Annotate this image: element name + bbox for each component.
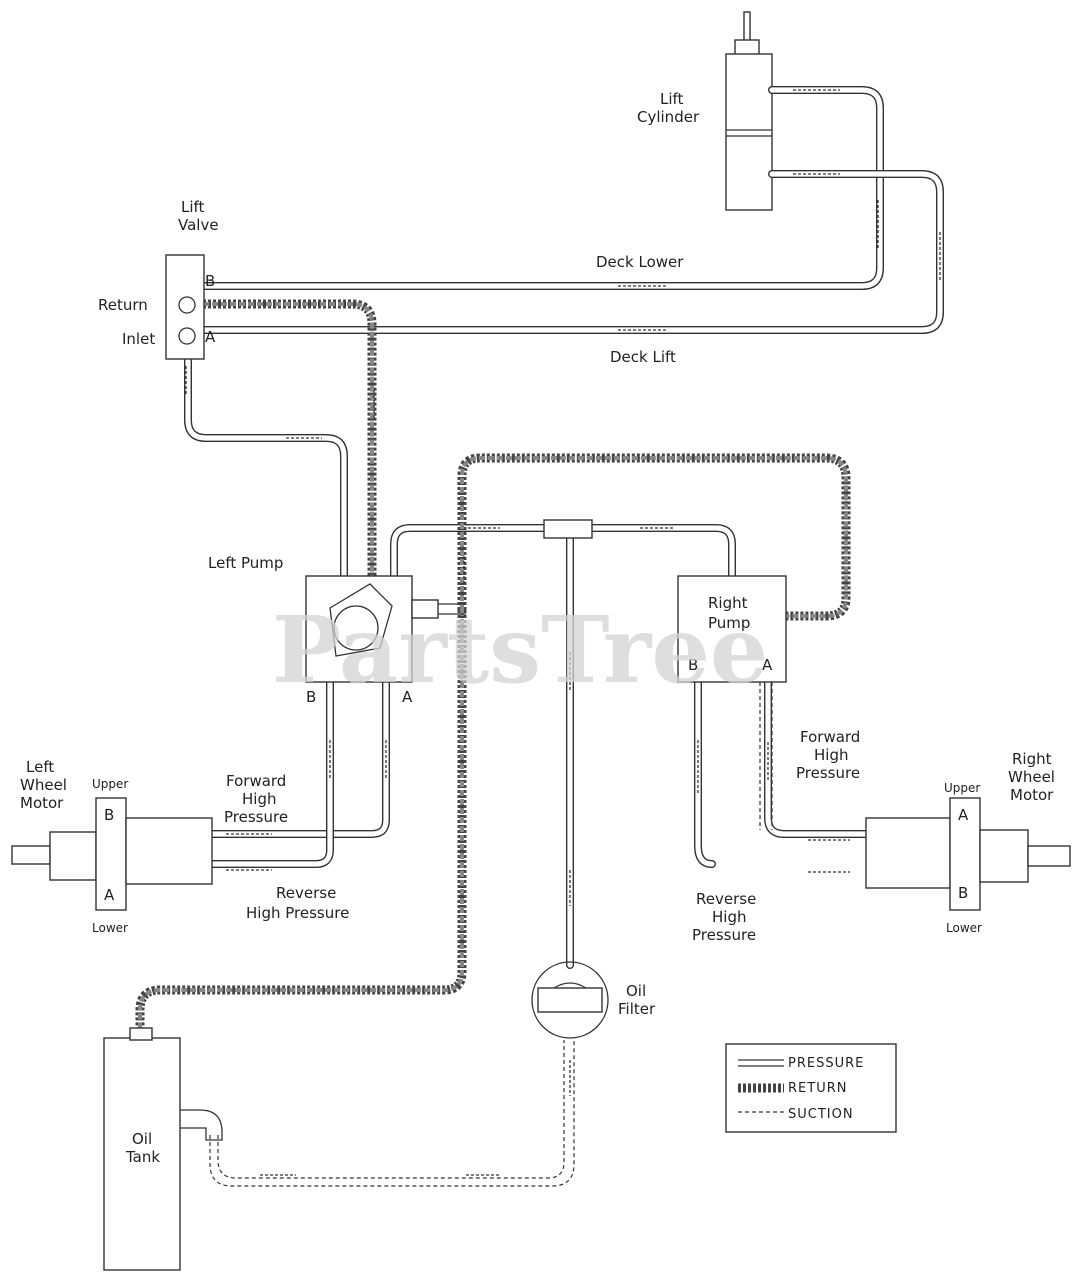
right-pump-label-2: Pump [708, 614, 750, 632]
left-motor-port-a: A [104, 886, 115, 904]
left-pump [305, 575, 466, 683]
lift-cylinder [725, 11, 773, 211]
left-forward-label-3: Pressure [224, 808, 288, 826]
inlet-label: Inlet [122, 330, 155, 348]
right-pump-label-1: Right [708, 594, 748, 612]
right-motor-port-b: B [958, 884, 968, 902]
watermark: PartsTree [272, 596, 768, 704]
left-forward-label-2: High [242, 790, 276, 808]
tee-fitting [543, 519, 593, 539]
left-pump-port-b: B [306, 688, 316, 706]
return-lines [135, 299, 851, 1030]
lift-valve-label-2: Valve [178, 216, 219, 234]
left-pump-label: Left Pump [208, 554, 283, 572]
suction-lines [209, 682, 773, 1187]
oil-tank [103, 1027, 223, 1271]
legend-suction: SUCTION [788, 1107, 854, 1122]
left-forward-label-1: Forward [226, 772, 286, 790]
left-reverse-label-1: Reverse [276, 884, 336, 902]
deck-lift-label: Deck Lift [610, 348, 676, 366]
oil-filter [531, 961, 609, 1039]
right-reverse-label-2: High [712, 908, 746, 926]
left-wheel-motor-label-1: Left [26, 758, 54, 776]
right-reverse-label-3: Pressure [692, 926, 756, 944]
legend-return: RETURN [788, 1081, 847, 1096]
return-label: Return [98, 296, 148, 314]
left-motor-port-b: B [104, 806, 114, 824]
right-forward-label-1: Forward [800, 728, 860, 746]
right-forward-label-2: High [814, 746, 848, 764]
legend-pressure: PRESSURE [788, 1056, 864, 1071]
lift-valve [165, 254, 205, 360]
oil-filter-label-2: Filter [618, 1000, 656, 1018]
oil-tank-label-2: Tank [125, 1148, 160, 1166]
right-wheel-motor-label-3: Motor [1010, 786, 1054, 804]
left-pump-port-a: A [402, 688, 413, 706]
lift-valve-port-b: B [205, 272, 215, 290]
left-wheel-motor [11, 797, 213, 911]
right-reverse-label-1: Reverse [696, 890, 756, 908]
right-pump-port-a: A [762, 656, 773, 674]
right-pump [677, 575, 787, 683]
right-wheel-motor [865, 797, 1071, 911]
left-motor-lower-label: Lower [92, 921, 128, 935]
right-motor-port-a: A [958, 806, 969, 824]
left-reverse-label-2: High Pressure [246, 904, 349, 922]
lift-valve-port-a: A [205, 328, 216, 346]
legend [725, 1043, 897, 1133]
oil-filter-label-1: Oil [626, 982, 646, 1000]
deck-lower-label: Deck Lower [596, 253, 684, 271]
left-wheel-motor-label-2: Wheel [20, 776, 67, 794]
right-wheel-motor-label-1: Right [1012, 750, 1052, 768]
flow-arrows [185, 89, 941, 1176]
right-wheel-motor-label-2: Wheel [1008, 768, 1055, 786]
right-motor-lower-label: Lower [946, 921, 982, 935]
left-wheel-motor-label-3: Motor [20, 794, 64, 812]
lift-valve-label-1: Lift [181, 198, 205, 216]
left-motor-upper-label: Upper [92, 777, 128, 791]
right-forward-label-3: Pressure [796, 764, 860, 782]
lift-cylinder-label-2: Cylinder [637, 108, 700, 126]
right-pump-port-b: B [688, 656, 698, 674]
oil-tank-label-1: Oil [132, 1130, 152, 1148]
right-motor-upper-label: Upper [944, 781, 980, 795]
lift-cylinder-label-1: Lift [660, 90, 684, 108]
